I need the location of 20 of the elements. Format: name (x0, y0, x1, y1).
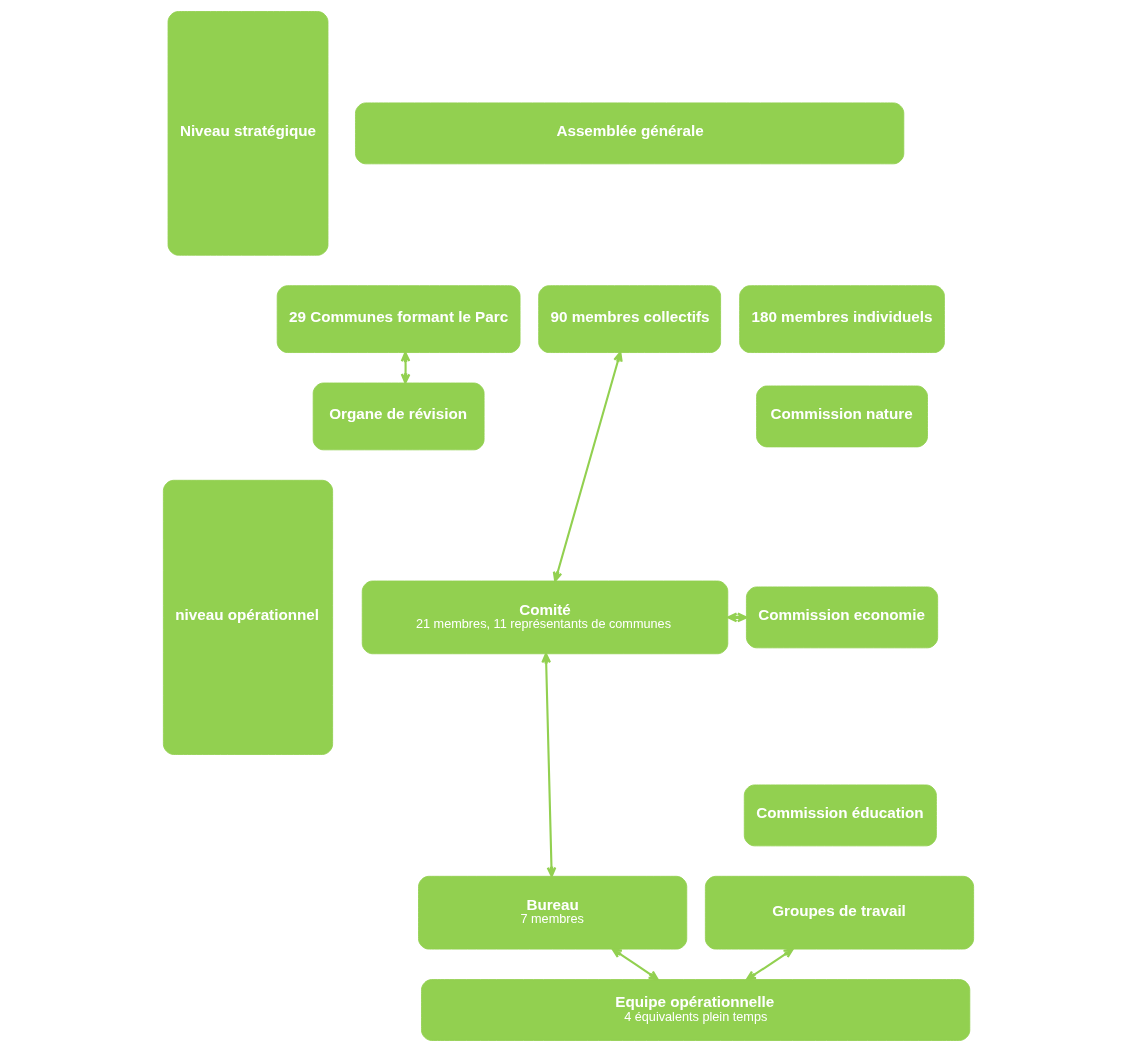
node-box: 90 membres collectifs (538, 285, 722, 353)
arrow (745, 948, 794, 981)
arrow (541, 652, 557, 878)
node-box: niveau opérationnel (162, 479, 334, 755)
node-box: Commission nature (756, 385, 928, 448)
node-box: 29 Communes formant le Parc (276, 285, 521, 353)
arrow (611, 948, 659, 981)
node-box: Comité 21 membres, 11 représentants de communes (361, 580, 729, 655)
node-box: Equipe opérationnelle 4 équivalents plein temps (421, 979, 971, 1041)
arrow (552, 351, 623, 582)
node-box: Commission éducation (743, 784, 937, 847)
arrow (727, 612, 748, 623)
node-box: Bureau 7 membres (418, 875, 688, 950)
node-box: Organe de révision (312, 382, 485, 451)
node-box: Niveau stratégique (167, 11, 329, 256)
node-box: Groupes de travail (704, 875, 975, 950)
arrow (400, 351, 411, 384)
node-box: 180 membres individuels (739, 285, 945, 353)
node-box: Assemblée générale (355, 102, 905, 165)
node-box: Commission economie (746, 586, 939, 649)
